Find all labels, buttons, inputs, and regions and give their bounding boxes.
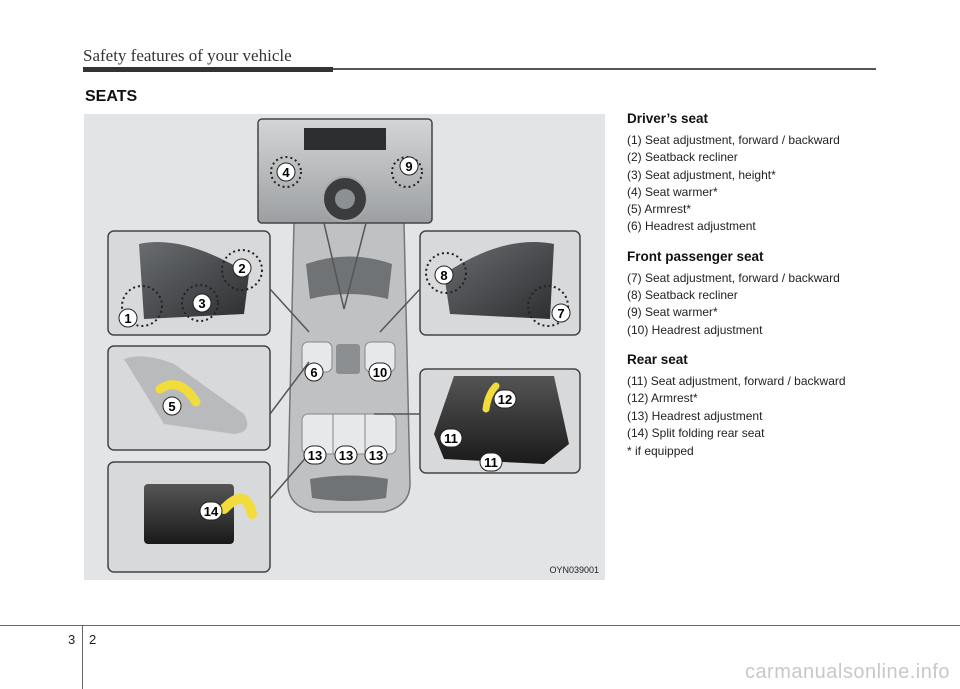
callout-1: 1 bbox=[118, 308, 138, 328]
callout-8: 8 bbox=[434, 265, 454, 285]
callout-14: 14 bbox=[199, 501, 223, 521]
list-item: (14) Split folding rear seat bbox=[627, 425, 765, 440]
header-rule bbox=[83, 68, 876, 70]
footer-rule bbox=[0, 625, 960, 626]
split-fold-panel bbox=[107, 453, 310, 573]
list-item: (5) Armrest* bbox=[627, 202, 692, 217]
svg-text:2: 2 bbox=[238, 261, 245, 276]
svg-text:4: 4 bbox=[282, 165, 290, 180]
list-item: (9) Seat warmer* bbox=[627, 305, 718, 320]
seats-diagram bbox=[107, 118, 581, 573]
svg-text:6: 6 bbox=[310, 365, 317, 380]
callout-13a: 13 bbox=[303, 445, 327, 465]
svg-text:13: 13 bbox=[339, 448, 353, 463]
callout-6: 6 bbox=[304, 362, 324, 382]
seat-descriptions: Driver’s seat (1) Seat adjustment, forwa… bbox=[627, 111, 892, 460]
figure-code: OYN039001 bbox=[549, 565, 599, 575]
footer-divider bbox=[82, 625, 83, 689]
list-item: (12) Armrest* bbox=[627, 391, 698, 406]
list-item: (13) Headrest adjustment bbox=[627, 408, 763, 423]
group-title: Front passenger seat bbox=[627, 248, 764, 264]
armrest-panel bbox=[107, 345, 310, 451]
list-item: (11) Seat adjustment, forward / backward bbox=[627, 373, 846, 388]
list-item: (1) Seat adjustment, forward / backward bbox=[627, 133, 840, 147]
list-item: (10) Headrest adjustment bbox=[627, 322, 763, 337]
list-item: (8) Seatback recliner bbox=[627, 288, 738, 303]
svg-text:13: 13 bbox=[308, 448, 322, 463]
callout-11b: 11 bbox=[479, 452, 503, 472]
header-rule-accent bbox=[83, 67, 333, 72]
list-item: (2) Seatback recliner bbox=[627, 150, 738, 165]
callout-9: 9 bbox=[399, 156, 419, 176]
callout-4: 4 bbox=[276, 162, 296, 182]
callout-layer: 1 2 3 4 5 6 7 8 9 10 11 11 12 13 13 13 1… bbox=[118, 156, 571, 521]
svg-text:12: 12 bbox=[498, 392, 512, 407]
callout-13b: 13 bbox=[334, 445, 358, 465]
callout-7: 7 bbox=[551, 303, 571, 323]
callout-12: 12 bbox=[493, 389, 517, 409]
console-panel bbox=[257, 118, 433, 310]
driver-seat-panel bbox=[107, 230, 310, 336]
svg-text:1: 1 bbox=[124, 311, 131, 326]
rear-seat-panel bbox=[374, 368, 581, 474]
callout-2: 2 bbox=[232, 258, 252, 278]
svg-text:5: 5 bbox=[168, 399, 175, 414]
svg-text:7: 7 bbox=[557, 306, 564, 321]
list-item: (7) Seat adjustment, forward / backward bbox=[627, 270, 840, 285]
group-title: Driver’s seat bbox=[627, 111, 709, 126]
page-number: 2 bbox=[89, 632, 97, 647]
svg-text:13: 13 bbox=[369, 448, 383, 463]
driver-seat-group: Driver’s seat (1) Seat adjustment, forwa… bbox=[627, 111, 892, 236]
svg-text:11: 11 bbox=[444, 431, 458, 446]
chapter-number: 3 bbox=[68, 632, 76, 647]
callout-5: 5 bbox=[162, 396, 182, 416]
svg-text:14: 14 bbox=[204, 504, 219, 519]
passenger-seat-panel bbox=[379, 230, 581, 336]
header-title: Safety features of your vehicle bbox=[83, 46, 292, 65]
list-item: (6) Headrest adjustment bbox=[627, 219, 756, 234]
svg-text:9: 9 bbox=[405, 159, 412, 174]
list-item: (4) Seat warmer* bbox=[627, 184, 718, 199]
callout-13c: 13 bbox=[364, 445, 388, 465]
callout-11a: 11 bbox=[439, 428, 463, 448]
seats-illustration: 1 2 3 4 5 6 7 8 9 10 11 11 12 13 13 13 1… bbox=[84, 114, 605, 580]
callout-3: 3 bbox=[192, 293, 212, 313]
group-title: Rear seat bbox=[627, 351, 688, 367]
watermark: carmanualsonline.info bbox=[744, 661, 950, 683]
svg-text:10: 10 bbox=[373, 365, 387, 380]
list-item: (3) Seat adjustment, height* bbox=[627, 167, 776, 182]
car-top-view bbox=[287, 207, 411, 513]
section-title: SEATS bbox=[85, 88, 138, 105]
svg-text:3: 3 bbox=[198, 296, 205, 311]
footnote: * if equipped bbox=[627, 444, 694, 459]
rear-seat-group: Rear seat (11) Seat adjustment, forward … bbox=[627, 352, 892, 442]
passenger-seat-group: Front passenger seat (7) Seat adjustment… bbox=[627, 249, 892, 339]
svg-text:11: 11 bbox=[484, 455, 498, 470]
svg-text:8: 8 bbox=[440, 268, 447, 283]
callout-10: 10 bbox=[368, 362, 392, 382]
